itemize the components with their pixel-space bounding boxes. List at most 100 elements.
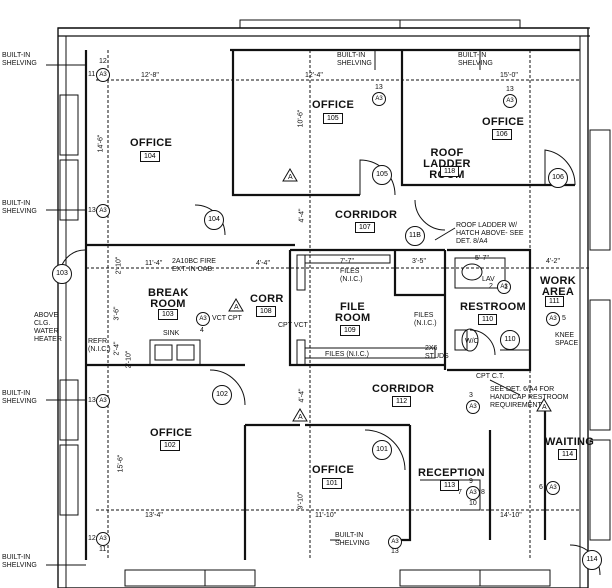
- dimension: 2'-4": [113, 341, 121, 356]
- section-marker: A3: [503, 94, 517, 108]
- builtin-shelving-note: BUILT-IN SHELVING: [337, 52, 372, 67]
- room-name-office-105: OFFICE: [312, 99, 355, 111]
- room-number-111: 111: [545, 296, 564, 307]
- handicap-note: SEE DET. 6/A4 FOR HANDICAP RESTROOM REQU…: [490, 386, 569, 409]
- room-name-file-room: FILE ROOM: [335, 301, 371, 324]
- section-number: 4: [200, 327, 204, 334]
- section-marker: A3: [466, 400, 480, 414]
- dimension: 9'-10": [297, 491, 305, 510]
- builtin-shelving-note: BUILT-IN SHELVING: [2, 390, 37, 405]
- section-marker: A3: [96, 532, 110, 546]
- flooring-vct-cpt: VCT CPT: [212, 315, 242, 322]
- section-marker: A3: [372, 92, 386, 106]
- section-number: 3: [469, 392, 473, 399]
- door-tag-110: 110: [500, 330, 520, 350]
- section-marker: A3: [546, 312, 560, 326]
- section-marker: A3: [96, 394, 110, 408]
- dimension: 15'-0": [500, 72, 518, 79]
- section-marker: A3: [497, 280, 511, 294]
- section-number: 7: [458, 489, 462, 496]
- dimension: 3'-6": [113, 306, 121, 321]
- room-name-corridor-107: CORRIDOR: [335, 209, 398, 221]
- room-number-104: 104: [140, 151, 160, 162]
- room-number-112: 112: [392, 396, 412, 407]
- room-number-114: 114: [558, 449, 578, 460]
- room-number-103: 103: [158, 309, 178, 320]
- room-number-109: 109: [340, 325, 360, 336]
- dimension: 4'-4": [256, 260, 270, 267]
- files-top-note: FILES (N.I.C.): [340, 268, 363, 283]
- sink-note: SINK: [163, 330, 180, 337]
- room-number-107: 107: [355, 222, 375, 233]
- dimension: 4'-2": [546, 258, 560, 265]
- dimension: 4'-4": [298, 208, 306, 223]
- dimension: 7'-7": [340, 258, 354, 265]
- section-number: 8: [481, 489, 485, 496]
- dimension: 10'-6": [297, 109, 305, 128]
- fire-extinguisher-note: 2A10BC FIRE EXT. IN CAB.: [172, 258, 216, 273]
- section-number: 13: [391, 548, 399, 555]
- section-marker: A3: [388, 535, 402, 549]
- section-number: 9: [469, 478, 473, 485]
- builtin-shelving-note: BUILT-IN SHELVING: [458, 52, 493, 67]
- room-number-108: 108: [256, 306, 276, 317]
- section-number: 13: [88, 397, 96, 404]
- room-name-office-102: OFFICE: [150, 427, 193, 439]
- dimension: 12'-8": [141, 72, 159, 79]
- section-number: 5: [562, 315, 566, 322]
- room-name-corr-108: CORR: [250, 293, 284, 305]
- room-name-work-area: WORK AREA: [539, 275, 577, 298]
- files-bottom-note: FILES (N.I.C.): [325, 351, 369, 358]
- door-tag-101: 101: [372, 440, 392, 460]
- wall-type-label: A: [234, 304, 239, 311]
- builtin-shelving-note: BUILT-IN SHELVING: [335, 532, 370, 547]
- dimension: 3'-5": [412, 258, 426, 265]
- room-name-restroom: RESTROOM: [460, 301, 526, 313]
- flooring-cpt-vct: CPT VCT: [278, 322, 308, 329]
- refrigerator-note: REFR. (N.I.C.): [88, 338, 111, 353]
- dimension: 2'-10": [115, 256, 123, 275]
- room-name-corridor-112: CORRIDOR: [372, 383, 435, 395]
- section-number: 13: [375, 84, 383, 91]
- dimension: 14'-10": [500, 512, 522, 519]
- dimension: 11'-4": [145, 260, 163, 267]
- room-number-105: 105: [323, 113, 343, 124]
- door-tag-102: 102: [212, 385, 232, 405]
- room-number-110: 110: [478, 314, 498, 325]
- door-tag-114: 114: [582, 550, 602, 570]
- dimension: 11'-10": [315, 512, 337, 519]
- dimension: 13'-4": [145, 512, 163, 519]
- door-tag-106: 106: [548, 168, 568, 188]
- room-number-102: 102: [160, 440, 180, 451]
- studs-note: 2X6 STUDS: [425, 345, 449, 360]
- wall-type-marker: [228, 298, 244, 314]
- water-heater-note: ABOVE CLG. WATER HEATER: [34, 312, 62, 343]
- wc-label: W/C: [465, 338, 479, 345]
- dimension: 4'-4": [298, 388, 306, 403]
- section-number: 2: [489, 283, 493, 290]
- room-name-office-104: OFFICE: [130, 137, 173, 149]
- section-number: 10: [469, 500, 477, 507]
- section-number: 11: [99, 546, 107, 553]
- door-tag-104: 104: [204, 210, 224, 230]
- room-number-113: 113: [440, 480, 460, 491]
- door-tag-103: 103: [52, 264, 72, 284]
- roof-ladder-note: ROOF LADDER W/ HATCH ABOVE- SEE DET. 8/A…: [456, 222, 524, 245]
- wall-type-label: A: [542, 404, 547, 411]
- wall-type-marker: [292, 408, 308, 424]
- section-marker: A3: [96, 68, 110, 82]
- wall-type-marker: [282, 168, 298, 184]
- section-number: 13: [506, 86, 514, 93]
- door-tag-105: 105: [372, 165, 392, 185]
- room-name-reception: RECEPTION: [418, 467, 485, 479]
- room-name-break-room: BREAK ROOM: [148, 287, 189, 310]
- builtin-shelving-note: BUILT-IN SHELVING: [2, 52, 37, 67]
- section-marker: A3: [466, 486, 480, 500]
- wall-type-label: A: [288, 174, 293, 181]
- section-number: 6: [539, 484, 543, 491]
- room-name-waiting: WAITING: [545, 436, 595, 448]
- section-number: 12: [88, 535, 96, 542]
- dimension: 2'-10": [125, 350, 133, 369]
- room-number-118: 118: [440, 166, 460, 177]
- section-number: 1: [504, 284, 508, 291]
